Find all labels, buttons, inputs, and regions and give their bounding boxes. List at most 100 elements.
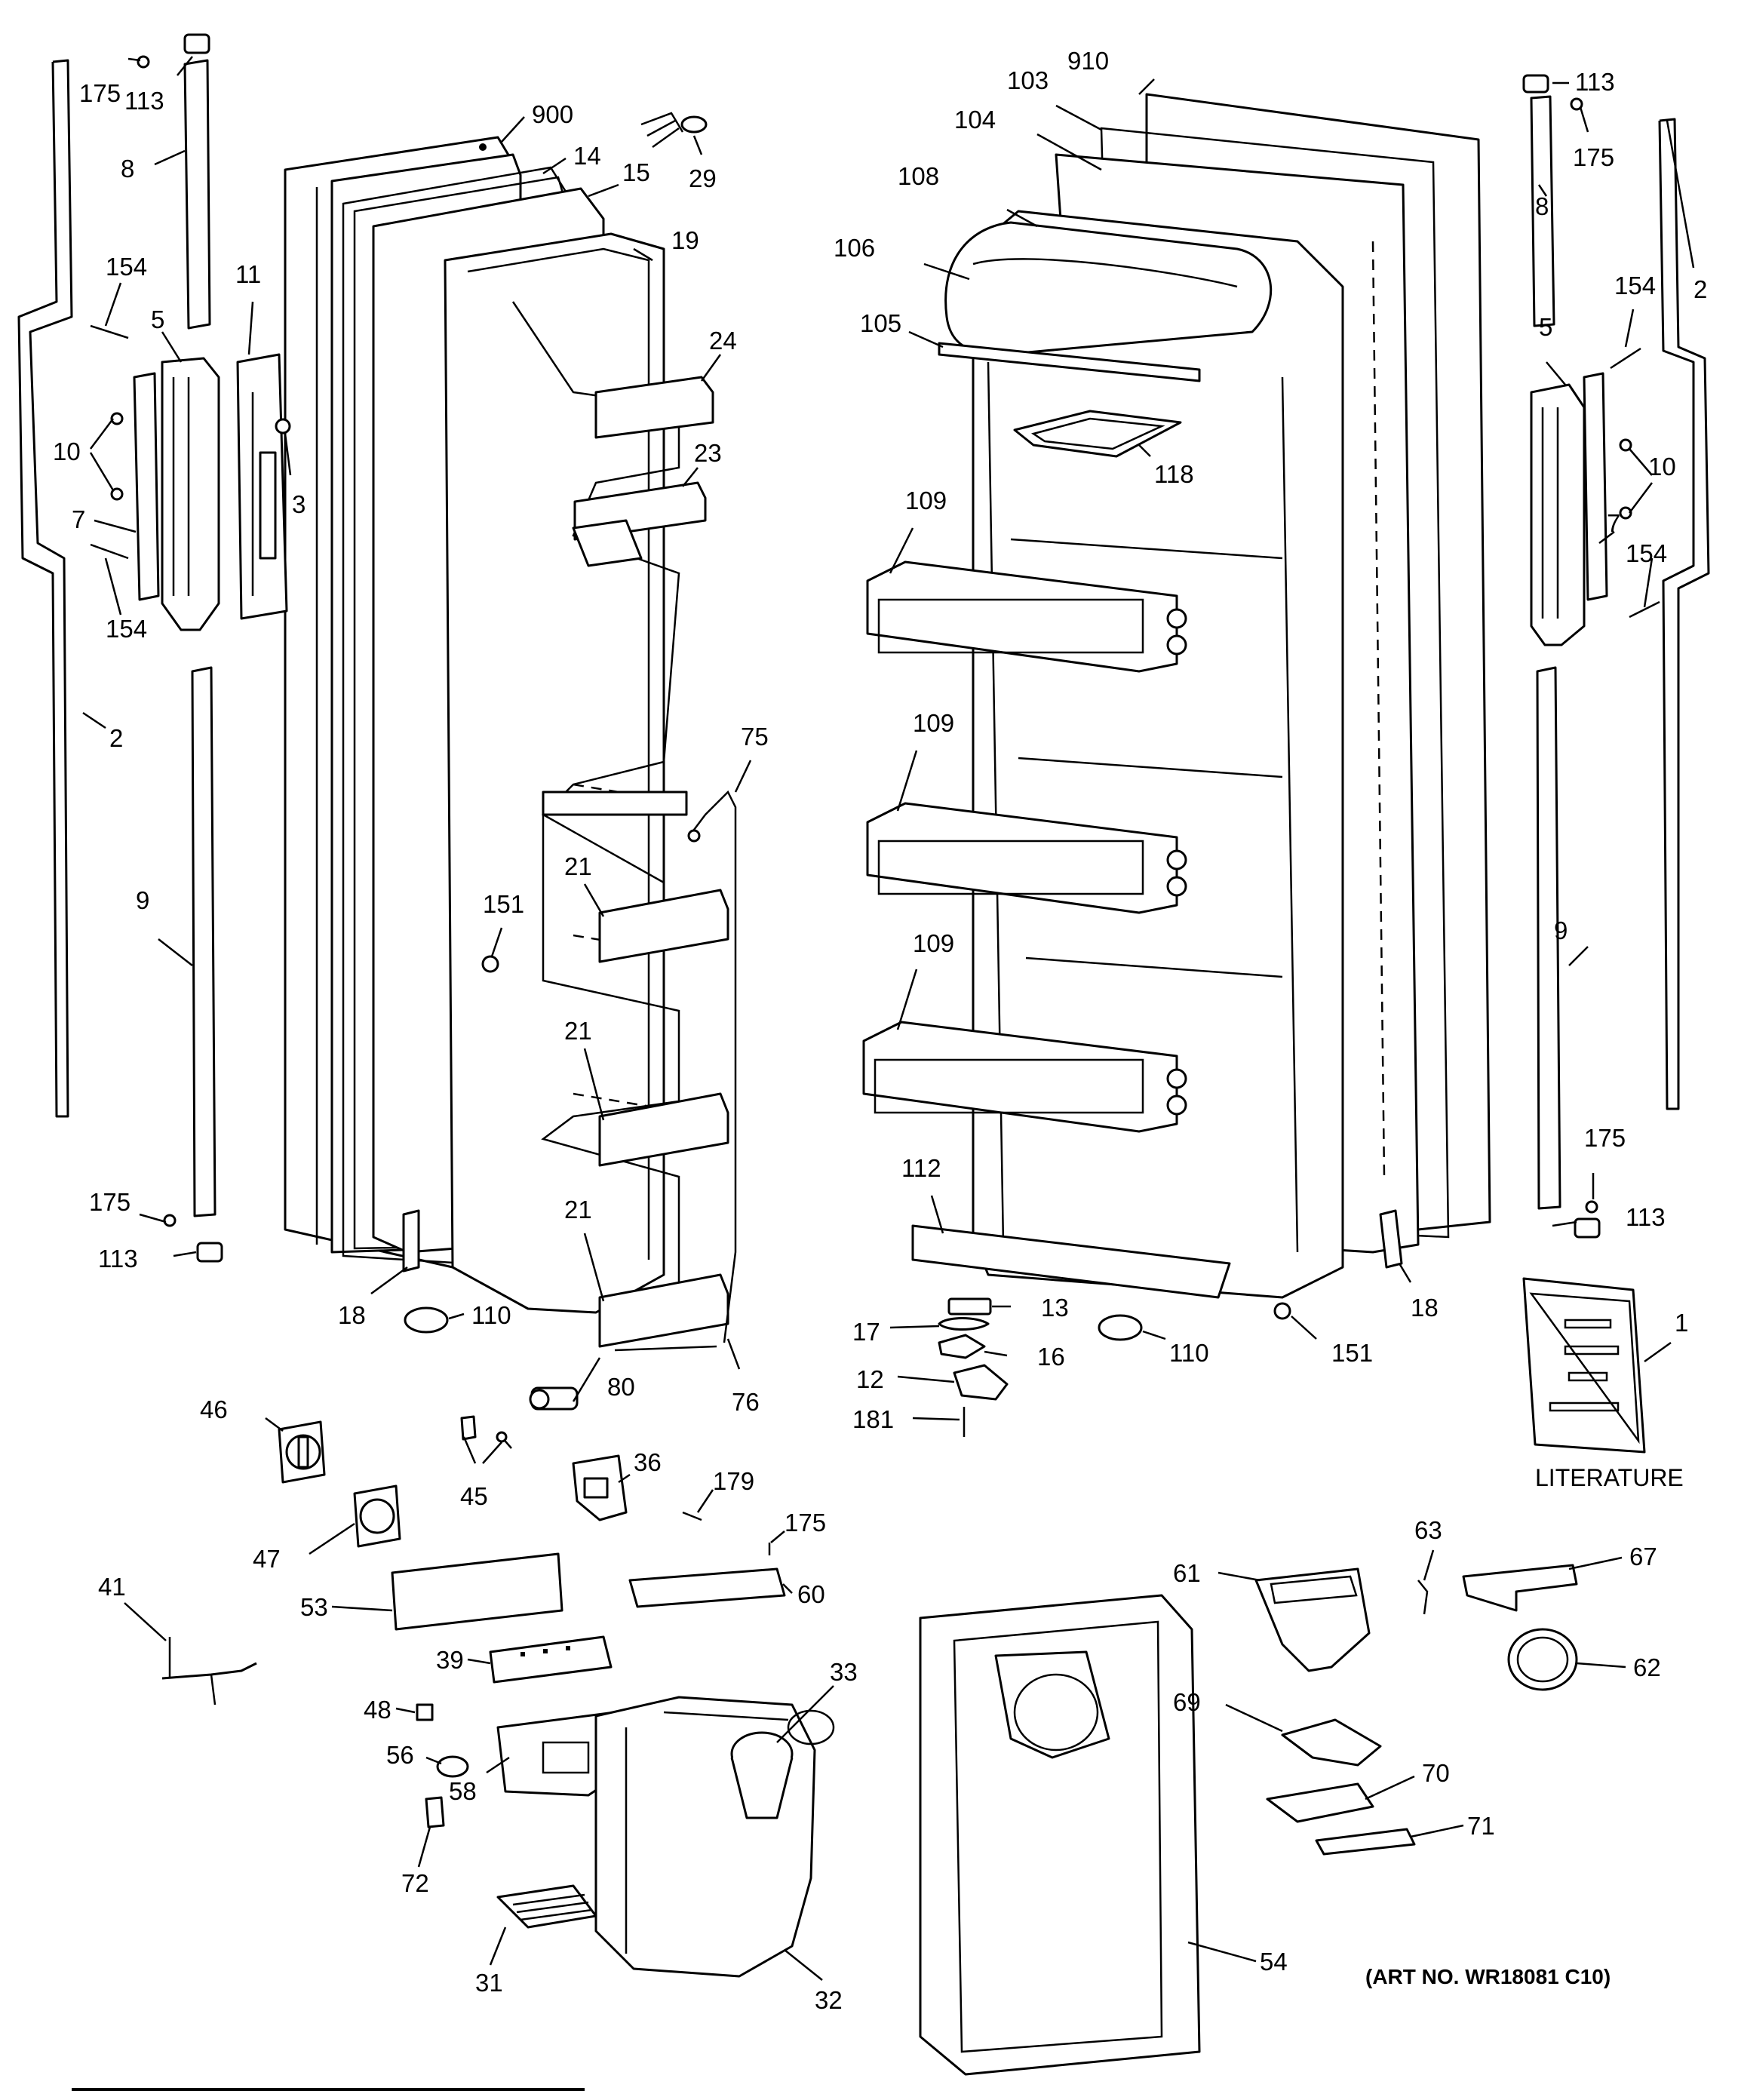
callout-70: 70 xyxy=(1422,1759,1450,1787)
screw-179 xyxy=(683,1512,702,1520)
freezer-shelf-bar-21-middle xyxy=(600,1094,728,1165)
callout-154d: 154 xyxy=(1626,539,1667,567)
light-socket-56 xyxy=(438,1757,468,1776)
chute-door-69 xyxy=(1282,1720,1380,1765)
callout-118: 118 xyxy=(1154,460,1194,488)
fresh-food-hinge-strip xyxy=(1380,1211,1402,1267)
callout-154a: 154 xyxy=(106,253,147,281)
callout-31: 31 xyxy=(475,1969,503,1997)
switch-48 xyxy=(417,1705,432,1720)
callout-12: 12 xyxy=(856,1365,884,1393)
callout-72: 72 xyxy=(401,1869,429,1897)
callout-154b: 154 xyxy=(106,615,147,643)
callout-10b: 10 xyxy=(1648,453,1676,480)
callout-179: 179 xyxy=(713,1467,754,1495)
screw-175-top-left xyxy=(138,57,149,67)
valve-80 xyxy=(530,1388,577,1409)
callout-61: 61 xyxy=(1173,1559,1201,1587)
callout-151b: 151 xyxy=(1331,1339,1373,1367)
callout-113d: 113 xyxy=(1626,1203,1666,1231)
callout-3: 3 xyxy=(292,490,306,518)
callout-105: 105 xyxy=(860,309,901,337)
knob-bracket xyxy=(355,1486,400,1546)
fresh-food-door-assembly xyxy=(864,94,1490,1437)
callout-45: 45 xyxy=(460,1482,488,1510)
hinge-cap-110-left xyxy=(405,1308,447,1332)
trim-7-right xyxy=(1584,373,1607,600)
chute-door-frame-70 xyxy=(1267,1784,1373,1822)
egg-tray xyxy=(1015,411,1181,456)
callout-36: 36 xyxy=(634,1448,662,1476)
callout-60: 60 xyxy=(797,1580,825,1608)
callout-113b: 113 xyxy=(98,1245,138,1273)
callout-13: 13 xyxy=(1041,1294,1069,1322)
callout-910: 910 xyxy=(1067,47,1109,75)
callout-16: 16 xyxy=(1037,1343,1065,1371)
callout-175d: 175 xyxy=(1584,1124,1626,1152)
screw-175-bottom-left xyxy=(164,1215,175,1226)
freezer-shelf-bar-23 xyxy=(573,483,705,566)
callout-15: 15 xyxy=(622,158,650,186)
door-bin-109-top xyxy=(867,562,1186,671)
callout-106: 106 xyxy=(834,234,875,262)
door-bin-109-middle xyxy=(867,803,1186,913)
callout-numbers: 175 113 8 154 5 10 7 154 2 9 175 113 11 … xyxy=(53,47,1707,2014)
callout-108: 108 xyxy=(898,162,939,190)
callout-21c: 21 xyxy=(564,1196,592,1223)
callout-5a: 5 xyxy=(151,305,164,333)
callout-17: 17 xyxy=(852,1318,880,1346)
callout-104: 104 xyxy=(954,106,996,134)
callout-18a: 18 xyxy=(338,1301,366,1329)
callout-175e: 175 xyxy=(785,1509,826,1537)
freezer-hinge-strip xyxy=(404,1211,419,1271)
callout-8a: 8 xyxy=(121,155,134,183)
hinge-washer-17 xyxy=(939,1319,988,1330)
water-tube xyxy=(615,792,735,1350)
hinge-shim-13 xyxy=(949,1299,990,1314)
freezer-door-assembly xyxy=(238,113,735,1409)
ice-chute-61 xyxy=(1256,1569,1369,1671)
seal-71 xyxy=(1316,1829,1414,1854)
callout-112: 112 xyxy=(901,1154,941,1182)
screw-175-top-right xyxy=(1571,99,1582,109)
callout-39: 39 xyxy=(436,1646,464,1674)
callout-18b: 18 xyxy=(1411,1294,1439,1322)
callout-110a: 110 xyxy=(471,1301,511,1329)
trim-7-left xyxy=(134,373,158,600)
control-board xyxy=(490,1637,611,1682)
callout-8b: 8 xyxy=(1535,192,1549,220)
shelf-bar-112 xyxy=(913,1226,1230,1297)
selector-knob xyxy=(279,1422,324,1482)
callout-80: 80 xyxy=(607,1373,635,1401)
cap-113-bottom-right xyxy=(1575,1219,1599,1237)
screw-154-upper-right xyxy=(1611,348,1641,368)
callout-24: 24 xyxy=(709,327,737,355)
dispenser-cover-60 xyxy=(630,1569,785,1607)
dispenser-front-panel xyxy=(920,1595,1199,2074)
callout-23: 23 xyxy=(694,439,722,467)
callout-154c: 154 xyxy=(1614,272,1656,299)
callout-110b: 110 xyxy=(1169,1339,1209,1367)
trim-2-right xyxy=(1660,119,1709,1109)
callout-62: 62 xyxy=(1633,1653,1661,1681)
callout-103: 103 xyxy=(1007,66,1049,94)
screw-10-upper-right xyxy=(1620,440,1631,450)
bulb-72 xyxy=(426,1798,444,1827)
screw-154-lower-right xyxy=(1629,602,1660,617)
callout-5b: 5 xyxy=(1539,313,1552,341)
screw-10-lower-left xyxy=(112,489,122,499)
screw-154-upper-left xyxy=(91,326,128,338)
dispenser-assembly xyxy=(162,1417,1577,2074)
screw-10-upper-left xyxy=(112,413,122,424)
screw-154-lower-left xyxy=(91,545,128,558)
cap-113-top-right xyxy=(1524,75,1548,92)
callout-109a: 109 xyxy=(905,487,947,514)
screw-151-left xyxy=(483,956,498,972)
callout-175b: 175 xyxy=(89,1188,131,1216)
callout-1: 1 xyxy=(1675,1309,1688,1337)
callout-63: 63 xyxy=(1414,1516,1442,1544)
callout-56: 56 xyxy=(386,1741,414,1769)
callout-10a: 10 xyxy=(53,438,81,465)
callout-33: 33 xyxy=(830,1658,858,1686)
